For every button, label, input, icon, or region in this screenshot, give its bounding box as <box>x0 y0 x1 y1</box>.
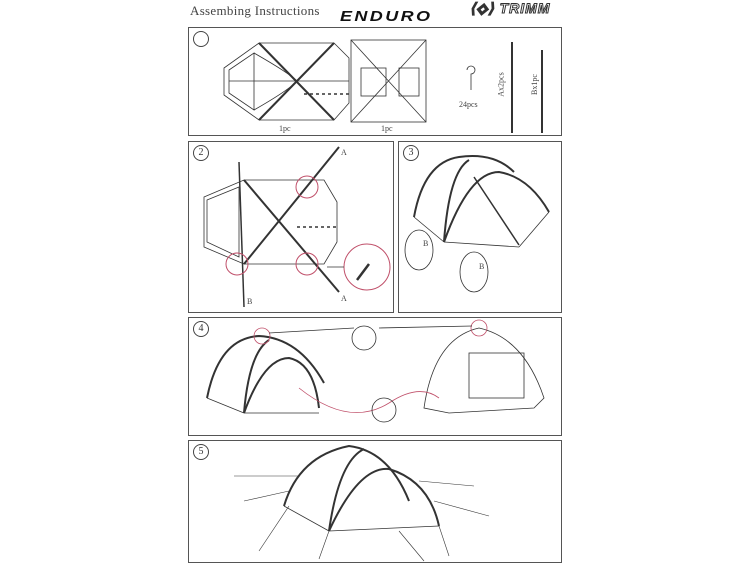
flysheet-qty: 1pc <box>381 124 393 133</box>
page-title: Assembing Instructions <box>190 3 320 18</box>
parts-diagram <box>223 39 543 133</box>
pole-b-label: B <box>479 262 485 271</box>
guying-diagram <box>234 444 490 562</box>
step-number <box>193 31 209 47</box>
pole-b-label: B <box>423 239 429 248</box>
brand-logo: ⟨◈⟩ TRIMM <box>469 0 551 17</box>
pole-a-label: A <box>341 294 347 303</box>
step-number: 2 <box>193 145 209 161</box>
step-number: 4 <box>193 321 209 337</box>
flysheet-attach-diagram <box>206 319 545 423</box>
tent-body-qty: 1pc <box>279 124 291 133</box>
step-number: 3 <box>403 145 419 161</box>
product-name: ENDURO <box>340 8 433 25</box>
step-number: 5 <box>193 444 209 460</box>
step-4-panel: 4 <box>188 317 562 436</box>
pole-b-qty: Bx1pc <box>529 74 539 95</box>
pole-a-label: A <box>341 148 347 157</box>
pole-b-label: B <box>247 297 253 306</box>
tent-erection-diagram <box>404 155 550 293</box>
step-1-panel: 1pc 1pc 24pcs Ax2pcs Bx1pc <box>188 27 562 136</box>
step-2-panel: 2 A A B <box>188 141 394 313</box>
pole-a-qty: Ax2pcs <box>496 72 506 97</box>
step-3-panel: 3 B B <box>398 141 562 313</box>
pole-insertion-diagram <box>203 146 391 308</box>
step-5-panel: 5 <box>188 440 562 563</box>
pegs-qty: 24pcs <box>459 100 478 109</box>
